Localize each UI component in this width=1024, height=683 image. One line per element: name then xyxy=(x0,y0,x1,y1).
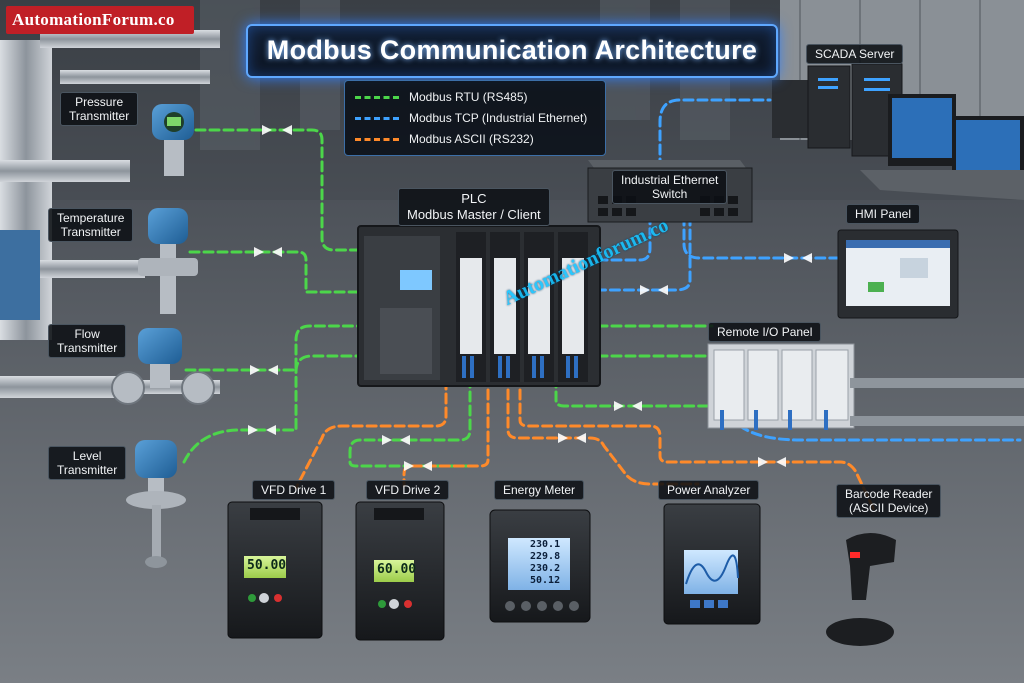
pressure-label-line1: Pressure xyxy=(75,95,124,109)
rtu-links xyxy=(182,128,714,468)
brand-logo: AutomationForum.co xyxy=(6,6,194,34)
legend: Modbus RTU (RS485) Modbus TCP (Industria… xyxy=(344,80,606,156)
energy-reading-3: 230.2 xyxy=(530,563,561,574)
legend-swatch-ascii xyxy=(355,137,399,141)
scada-server-icon xyxy=(772,63,1024,200)
legend-item-tcp: Modbus TCP (Industrial Ethernet) xyxy=(355,108,587,128)
temperature-label-line1: Temperature xyxy=(57,211,125,225)
barcode-label-line2: (ASCII Device) xyxy=(849,501,929,515)
tcp-links xyxy=(596,98,1022,442)
energy-meter-display: 230.1 229.8 230.2 50.12 xyxy=(530,539,560,587)
hmi-panel-icon xyxy=(837,229,959,319)
hmi-label: HMI Panel xyxy=(846,204,921,224)
switch-label-line1: Industrial Ethernet xyxy=(621,173,719,187)
temperature-transmitter-icon xyxy=(138,208,198,314)
pressure-transmitter-icon xyxy=(152,104,194,176)
level-label-line2: Transmitter xyxy=(57,463,118,477)
switch-label: Industrial Ethernet Switch xyxy=(612,170,728,204)
flow-transmitter-label: Flow Transmitter xyxy=(48,324,127,358)
legend-item-rtu: Modbus RTU (RS485) xyxy=(355,87,528,107)
energy-reading-1: 230.1 xyxy=(530,539,561,550)
flow-label-line1: Flow xyxy=(74,327,100,341)
vfd-drive-1-label: VFD Drive 1 xyxy=(252,480,336,500)
plc-label-line2: Modbus Master / Client xyxy=(407,207,541,222)
pressure-transmitter-label: Pressure Transmitter xyxy=(60,92,139,126)
temperature-transmitter-label: Temperature Transmitter xyxy=(48,208,134,242)
level-label-line1: Level xyxy=(72,449,102,463)
page-title: Modbus Communication Architecture xyxy=(266,35,758,65)
barcode-reader-icon xyxy=(826,533,896,646)
vfd-1-display: 50.00 xyxy=(247,558,287,573)
plc-label: PLC Modbus Master / Client xyxy=(398,188,550,226)
barcode-reader-label: Barcode Reader (ASCII Device) xyxy=(836,484,942,518)
energy-reading-2: 229.8 xyxy=(530,551,561,562)
flow-transmitter-icon xyxy=(138,328,182,388)
remote-io-panel-icon xyxy=(707,343,1024,430)
title-banner: Modbus Communication Architecture xyxy=(246,24,778,78)
flow-label-line2: Transmitter xyxy=(57,341,118,355)
legend-label-rtu: Modbus RTU (RS485) xyxy=(409,90,528,104)
power-analyzer-icon xyxy=(663,503,761,625)
energy-reading-4: 50.12 xyxy=(530,575,561,586)
vfd-drive-1-icon xyxy=(227,501,323,639)
pressure-label-line2: Transmitter xyxy=(69,109,130,123)
ascii-links xyxy=(294,364,876,512)
power-analyzer-label: Power Analyzer xyxy=(658,480,760,500)
legend-item-ascii: Modbus ASCII (RS232) xyxy=(355,129,534,149)
legend-swatch-rtu xyxy=(355,95,399,99)
vfd-2-display: 60.00 xyxy=(377,562,417,577)
legend-label-ascii: Modbus ASCII (RS232) xyxy=(409,132,534,146)
switch-label-line2: Switch xyxy=(652,187,688,201)
energy-meter-icon xyxy=(489,509,591,623)
level-transmitter-label: Level Transmitter xyxy=(48,446,127,480)
flow-arrows xyxy=(248,125,812,471)
energy-meter-label: Energy Meter xyxy=(494,480,585,500)
plc-rack xyxy=(357,225,601,387)
remote-io-label: Remote I/O Panel xyxy=(708,322,822,342)
legend-swatch-tcp xyxy=(355,116,399,120)
vfd-drive-2-icon xyxy=(355,501,445,641)
legend-label-tcp: Modbus TCP (Industrial Ethernet) xyxy=(409,111,588,125)
barcode-label-line1: Barcode Reader xyxy=(845,487,933,501)
scada-label: SCADA Server xyxy=(806,44,904,64)
plc-label-line1: PLC xyxy=(461,191,487,206)
level-transmitter-icon xyxy=(126,440,186,568)
temperature-label-line2: Transmitter xyxy=(60,225,121,239)
vfd-drive-2-label: VFD Drive 2 xyxy=(366,480,450,500)
